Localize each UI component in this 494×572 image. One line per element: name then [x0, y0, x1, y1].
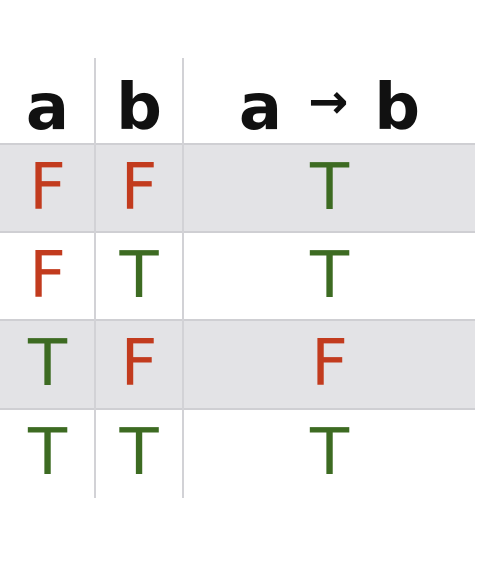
cell-row2-result: T [309, 239, 350, 313]
cell-row4-b: T [119, 416, 159, 490]
row-divider [0, 143, 475, 145]
row-divider [0, 408, 475, 410]
row-background-2 [0, 232, 475, 320]
right-arrow-icon: → [308, 74, 349, 130]
cell-row3-a: T [27, 327, 68, 401]
cell-row3-result: F [311, 327, 348, 401]
column-divider-a-b [94, 58, 96, 498]
column-divider-b-result [182, 58, 184, 498]
cell-row2-a: F [29, 239, 66, 313]
header-implication-right: b [374, 71, 421, 145]
row-divider [0, 231, 475, 233]
row-divider [0, 319, 475, 321]
cell-row4-a: T [27, 416, 68, 490]
cell-row1-result: T [309, 151, 350, 225]
cell-row3-b: F [120, 327, 158, 401]
row-background-4 [0, 408, 475, 496]
header-implication: a → b [184, 72, 475, 144]
header-a: a [25, 71, 70, 145]
header-b: b [116, 71, 162, 145]
cell-row1-b: F [120, 151, 158, 225]
row-background-1 [0, 144, 475, 232]
cell-row4-result: T [309, 416, 350, 490]
cell-row2-b: T [119, 239, 159, 313]
header-implication-left: a [238, 71, 283, 145]
row-background-3 [0, 320, 475, 408]
cell-row1-a: F [29, 151, 66, 225]
